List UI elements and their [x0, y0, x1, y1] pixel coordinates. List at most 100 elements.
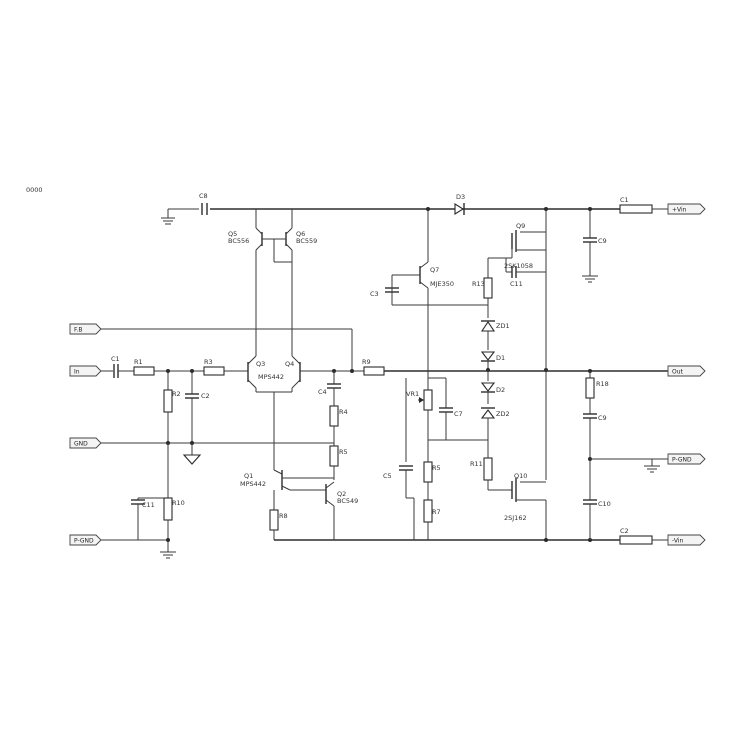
svg-text:D2: D2 — [496, 386, 505, 394]
svg-text:C9: C9 — [598, 237, 607, 245]
capacitor-c5: C5 — [383, 378, 415, 540]
svg-text:R9: R9 — [362, 358, 371, 366]
svg-text:C4: C4 — [318, 388, 327, 396]
svg-text:R7: R7 — [432, 508, 441, 516]
svg-text:VR1: VR1 — [406, 390, 419, 398]
svg-text:R1: R1 — [134, 358, 143, 366]
svg-text:D1: D1 — [496, 354, 505, 362]
svg-text:BC549: BC549 — [337, 497, 358, 505]
svg-text:C1: C1 — [620, 196, 629, 204]
mosfet-q9: Q9 2SK1058 — [490, 209, 547, 340]
svg-text:2SK1058: 2SK1058 — [504, 262, 533, 270]
port-vminus: -Vin — [652, 534, 706, 546]
svg-text:Q4: Q4 — [285, 360, 294, 368]
svg-text:MPS442: MPS442 — [240, 480, 266, 488]
svg-text:C1: C1 — [111, 355, 120, 363]
transistor-q1: Q1 MPS442 — [240, 469, 334, 491]
resistor-r9 — [363, 366, 385, 376]
zener-zd2 — [480, 409, 496, 419]
svg-text:ZD2: ZD2 — [496, 410, 510, 418]
svg-text:R13: R13 — [472, 280, 485, 288]
capacitor-c8: C8 — [199, 192, 208, 215]
svg-text:C7: C7 — [454, 410, 463, 418]
svg-text:C2: C2 — [620, 527, 629, 535]
transistor-q2: Q2 BC549 — [290, 481, 358, 540]
svg-text:P-GND: P-GND — [672, 457, 692, 464]
svg-text:In: In — [74, 369, 80, 376]
port-pgnd-right — [667, 453, 706, 465]
fuse-c1: C1 — [619, 196, 653, 214]
resistor-r5 — [329, 445, 339, 467]
resistor-r8 — [269, 509, 279, 531]
svg-text:R11: R11 — [470, 460, 483, 468]
svg-text:Q5: Q5 — [228, 230, 237, 238]
svg-text:C10: C10 — [598, 500, 611, 508]
svg-text:R5: R5 — [432, 464, 441, 472]
resistor-r10 — [163, 497, 173, 521]
zener-zd1 — [480, 321, 496, 332]
svg-text:D3: D3 — [456, 193, 465, 201]
diode-d1 — [480, 351, 496, 361]
svg-text:C11: C11 — [510, 280, 523, 288]
svg-text:Q2: Q2 — [337, 490, 346, 498]
svg-text:-Vin: -Vin — [672, 538, 683, 545]
svg-text:R3: R3 — [204, 358, 213, 366]
svg-text:MPS442: MPS442 — [258, 373, 284, 381]
resistor-r11 — [483, 457, 493, 481]
svg-text:R4: R4 — [339, 408, 348, 416]
resistor-r4 — [329, 405, 339, 427]
resistor-r18 — [585, 377, 595, 399]
resistor-r3 — [203, 366, 225, 376]
mosfet-q10: Q10 2SJ162 — [504, 340, 547, 540]
svg-text:R2: R2 — [172, 390, 181, 398]
port-gnd — [69, 437, 102, 449]
svg-text:C2: C2 — [201, 392, 210, 400]
svg-text:2SJ162: 2SJ162 — [504, 514, 527, 522]
top-rail — [161, 208, 648, 225]
resistor-r8-group: R8 — [269, 490, 288, 540]
svg-text:F.B: F.B — [74, 327, 83, 334]
svg-text:C3: C3 — [370, 290, 379, 298]
svg-text:R5: R5 — [339, 448, 348, 456]
resistor-r1 — [133, 366, 155, 376]
transistor-q6: Q6 BC559 — [262, 209, 317, 290]
ltp-q3-q4: Q3 Q4 MPS442 — [247, 290, 352, 470]
trimmer-vr1 — [423, 389, 433, 411]
svg-text:C5: C5 — [383, 472, 392, 480]
resistor-r2 — [163, 389, 173, 413]
svg-text:GND: GND — [74, 441, 88, 448]
svg-text:BC556: BC556 — [228, 237, 249, 245]
transistor-q7: Q7 MJE350 — [400, 209, 454, 378]
svg-text:C11: C11 — [142, 501, 155, 509]
gnd-line: GND — [69, 437, 334, 498]
c11-r10: C11 R10 — [131, 497, 185, 559]
capacitor-c9: C9 — [582, 209, 607, 283]
output-network: Out R18 C9 C10 P-GND — [583, 365, 706, 540]
port-fb — [69, 323, 102, 335]
svg-text:C8: C8 — [199, 192, 208, 200]
diode-d2 — [480, 382, 496, 392]
svg-text:C9: C9 — [598, 414, 607, 422]
svg-text:+Vin: +Vin — [672, 207, 687, 214]
fuse-c2: C2 — [619, 527, 653, 545]
feedback-line: F.B — [69, 323, 353, 370]
svg-text:MJE350: MJE350 — [430, 280, 454, 288]
svg-text:R8: R8 — [279, 512, 288, 520]
svg-text:Q10: Q10 — [514, 472, 527, 480]
transistor-q5: Q5 BC556 — [228, 209, 263, 290]
port-in — [69, 365, 102, 377]
svg-text:Q3: Q3 — [256, 360, 265, 368]
svg-text:R18: R18 — [596, 380, 609, 388]
r9-output: R9 — [332, 358, 668, 376]
svg-text:Q9: Q9 — [516, 222, 525, 230]
capacitor-c11-top: C11 — [505, 258, 546, 288]
input-stage: In C1 R1 R3 R2 C2 — [69, 355, 248, 443]
vr1-network: VR1 C7 R5 R7 — [406, 377, 488, 540]
port-vplus: +Vin — [652, 203, 706, 215]
svg-text:R10: R10 — [172, 499, 185, 507]
resistor-r5b — [423, 461, 433, 483]
svg-text:P-GND: P-GND — [74, 538, 94, 545]
port-out — [667, 365, 706, 377]
